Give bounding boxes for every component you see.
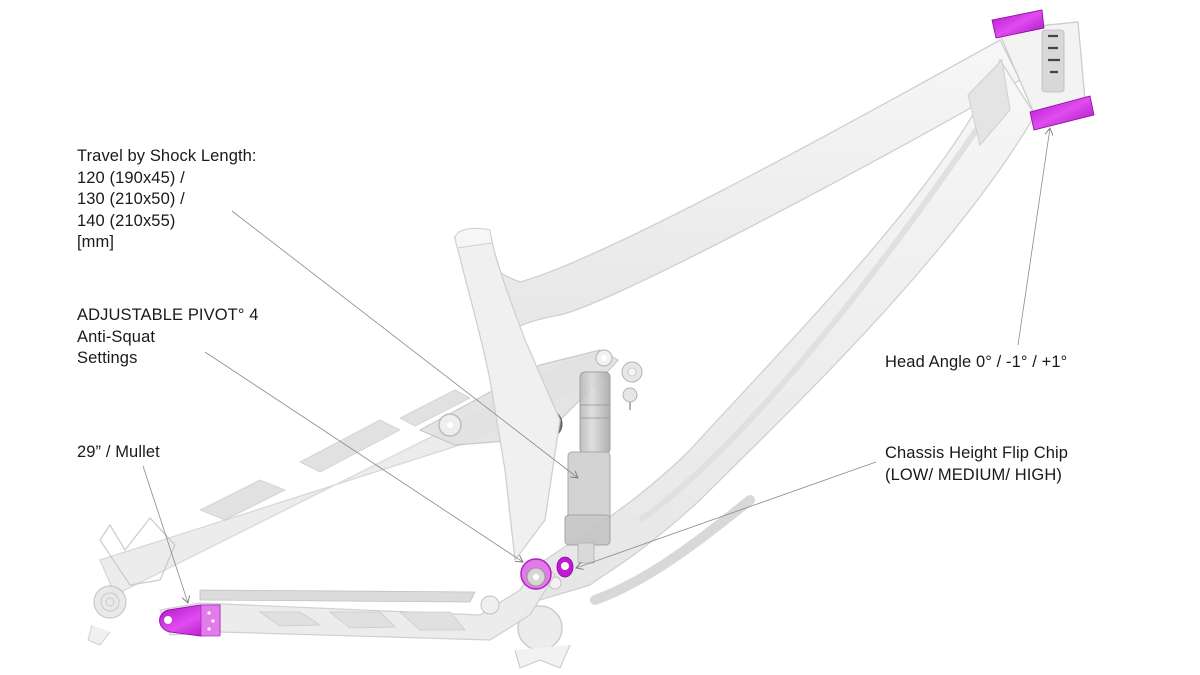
callout-travel: Travel by Shock Length: 120 (190x45) / 1… <box>77 146 257 254</box>
main-pivot <box>520 558 552 590</box>
callout-pivot-line: ADJUSTABLE PIVOT° 4 <box>77 306 259 324</box>
leader-line-wheel <box>142 465 188 603</box>
chainstay-flip-chip <box>159 604 221 637</box>
rear-dropout <box>87 516 176 646</box>
leader-line-chassis-height <box>576 461 877 568</box>
leader-line-head-angle <box>1017 128 1050 346</box>
shock-mount-flip-chip <box>556 556 574 578</box>
callout-chassis-height: Chassis Height Flip Chip (LOW/ MEDIUM/ H… <box>885 443 1068 486</box>
callout-pivot: ADJUSTABLE PIVOT° 4 Anti-Squat Settings <box>77 305 259 370</box>
callout-head-angle: Head Angle 0° / -1° / +1° <box>885 352 1067 374</box>
leader-line-travel <box>231 210 578 478</box>
callout-pivot-line: Settings <box>77 349 138 367</box>
callout-pivot-line: Anti-Squat <box>77 327 156 346</box>
chainstay <box>159 559 556 641</box>
leader-lines <box>142 128 1050 603</box>
callout-wheel: 29” / Mullet <box>77 442 160 464</box>
callout-travel-line: 140 (210x55) <box>77 211 176 230</box>
rear-shock <box>564 361 643 564</box>
callout-chassis-height-line: Chassis Height Flip Chip <box>885 444 1069 462</box>
callout-travel-line: 120 (190x45) / <box>77 168 185 187</box>
callout-wheel-line: 29” / Mullet <box>77 443 160 461</box>
leader-line-pivot <box>204 351 523 562</box>
callout-travel-line: Travel by Shock Length: <box>77 147 257 165</box>
callout-travel-line: 130 (210x50) / <box>77 190 185 208</box>
callout-travel-line: [mm] <box>77 233 115 251</box>
callout-head-angle-line: Head Angle 0° / -1° / +1° <box>885 353 1068 371</box>
callout-chassis-height-line: (LOW/ MEDIUM/ HIGH) <box>885 465 1062 484</box>
headset-cups <box>991 9 1095 131</box>
